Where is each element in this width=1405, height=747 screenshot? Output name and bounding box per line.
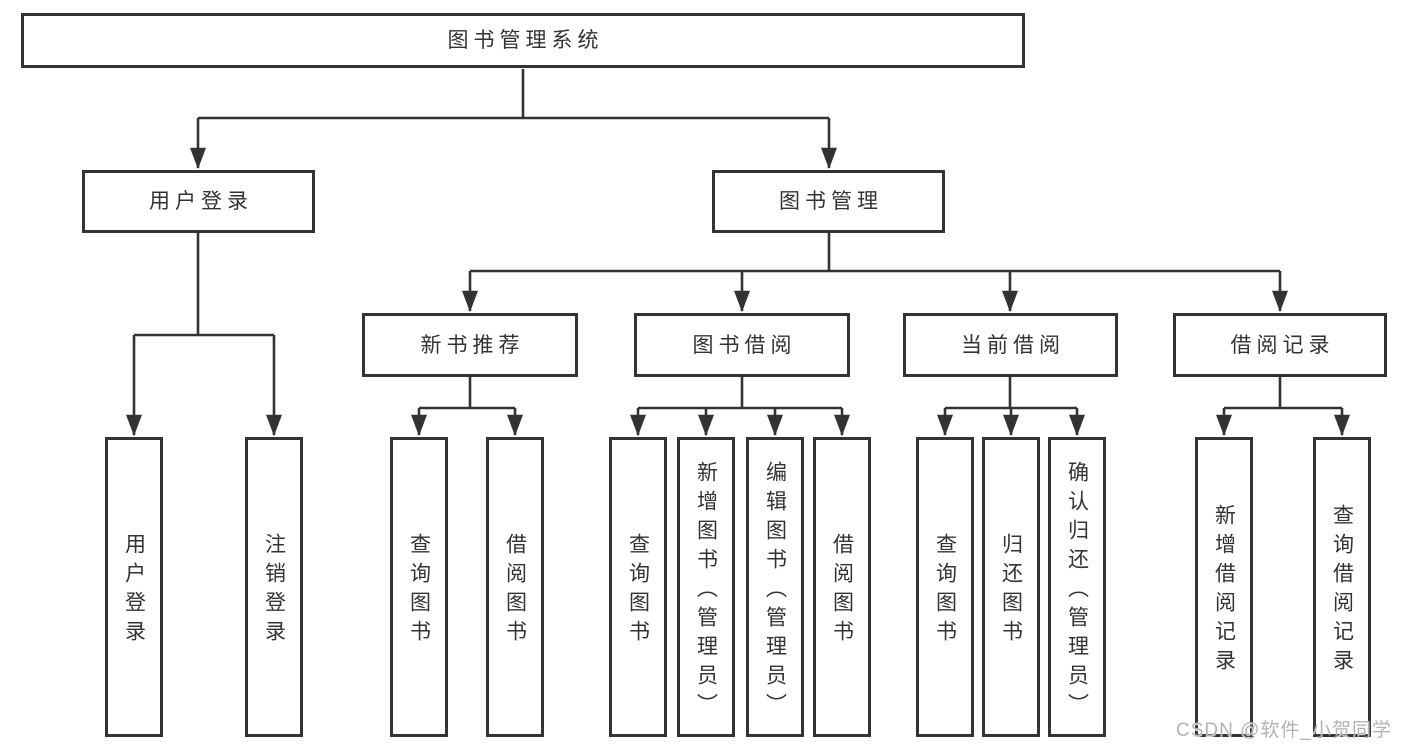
leaf-edit-book-admin: 编辑图书（管理员）: [746, 437, 804, 737]
leaf-user-login: 用户登录: [105, 437, 163, 737]
leaf-borrow-books: 借阅图书: [813, 437, 871, 737]
leaf-borrow-books-recommend: 借阅图书: [486, 437, 544, 737]
node-new-book-recommend: 新书推荐: [362, 313, 578, 377]
leaf-query-books-current: 查询图书: [916, 437, 974, 737]
node-book-management: 图书管理: [712, 170, 945, 233]
node-current-borrow: 当前借阅: [903, 313, 1118, 377]
node-book-borrow: 图书借阅: [634, 313, 850, 377]
leaf-logout: 注销登录: [245, 437, 303, 737]
node-user-login: 用户登录: [82, 170, 315, 233]
csdn-watermark: CSDN @软件_小贺同学: [1176, 720, 1392, 741]
leaf-confirm-return-admin: 确认归还（管理员）: [1048, 437, 1106, 737]
leaf-query-borrow-record: 查询借阅记录: [1313, 437, 1371, 737]
leaf-add-borrow-record: 新增借阅记录: [1195, 437, 1253, 737]
node-borrow-records: 借阅记录: [1173, 313, 1387, 377]
leaf-query-books-recommend: 查询图书: [390, 437, 448, 737]
node-library-management-system: 图书管理系统: [21, 13, 1025, 68]
leaf-add-book-admin: 新增图书（管理员）: [677, 437, 735, 737]
leaf-return-book: 归还图书: [982, 437, 1040, 737]
leaf-query-books-borrow: 查询图书: [609, 437, 667, 737]
